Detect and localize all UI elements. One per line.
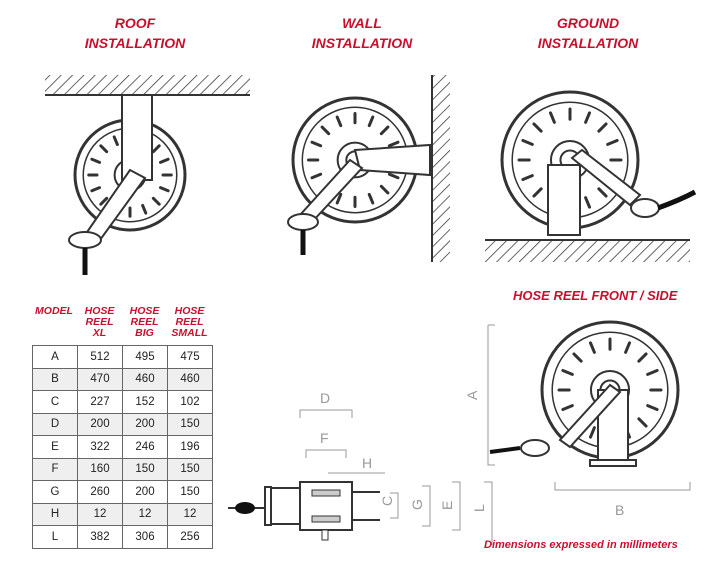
header-model: MODEL [35, 305, 73, 317]
dim-label-d: D [320, 390, 330, 406]
dim-label-c: C [379, 496, 395, 506]
value-cell: 200 [122, 412, 168, 436]
value-cell: 12 [122, 502, 168, 526]
wall [432, 75, 450, 262]
value-cell: 246 [122, 435, 168, 459]
dim-label-b: B [615, 502, 624, 518]
model-cell: G [32, 480, 78, 504]
model-cell: F [32, 457, 78, 481]
value-cell: 475 [167, 345, 213, 369]
dim-label-f: F [320, 430, 329, 446]
value-cell: 460 [122, 367, 168, 391]
dim-label-h: H [362, 455, 372, 471]
model-cell: H [32, 502, 78, 526]
ground [485, 240, 690, 262]
ceiling [45, 75, 250, 95]
dim-label-l: L [471, 504, 487, 512]
value-cell: 495 [122, 345, 168, 369]
value-cell: 150 [122, 457, 168, 481]
value-cell: 150 [167, 480, 213, 504]
value-cell: 200 [77, 412, 123, 436]
value-cell: 160 [77, 457, 123, 481]
value-cell: 322 [77, 435, 123, 459]
dim-label-g: G [409, 499, 425, 510]
value-cell: 260 [77, 480, 123, 504]
value-cell: 150 [167, 457, 213, 481]
model-cell: B [32, 367, 78, 391]
value-cell: 150 [167, 412, 213, 436]
model-cell: C [32, 390, 78, 414]
value-cell: 200 [122, 480, 168, 504]
value-cell: 196 [167, 435, 213, 459]
dim-label-e: E [439, 501, 455, 510]
value-cell: 382 [77, 525, 123, 549]
value-cell: 512 [77, 345, 123, 369]
model-cell: E [32, 435, 78, 459]
value-cell: 460 [167, 367, 213, 391]
model-cell: A [32, 345, 78, 369]
dim-label-a: A [464, 390, 480, 400]
model-cell: D [32, 412, 78, 436]
value-cell: 470 [77, 367, 123, 391]
value-cell: 12 [167, 502, 213, 526]
value-cell: 12 [77, 502, 123, 526]
dimensions-note: Dimensions expressed in millimeters [484, 539, 678, 551]
front-side-title: HOSE REEL FRONT / SIDE [513, 288, 678, 303]
value-cell: 256 [167, 525, 213, 549]
model-cell: L [32, 525, 78, 549]
value-cell: 306 [122, 525, 168, 549]
value-cell: 227 [77, 390, 123, 414]
value-cell: 102 [167, 390, 213, 414]
ground-reel-drawing [500, 90, 640, 230]
value-cell: 152 [122, 390, 168, 414]
